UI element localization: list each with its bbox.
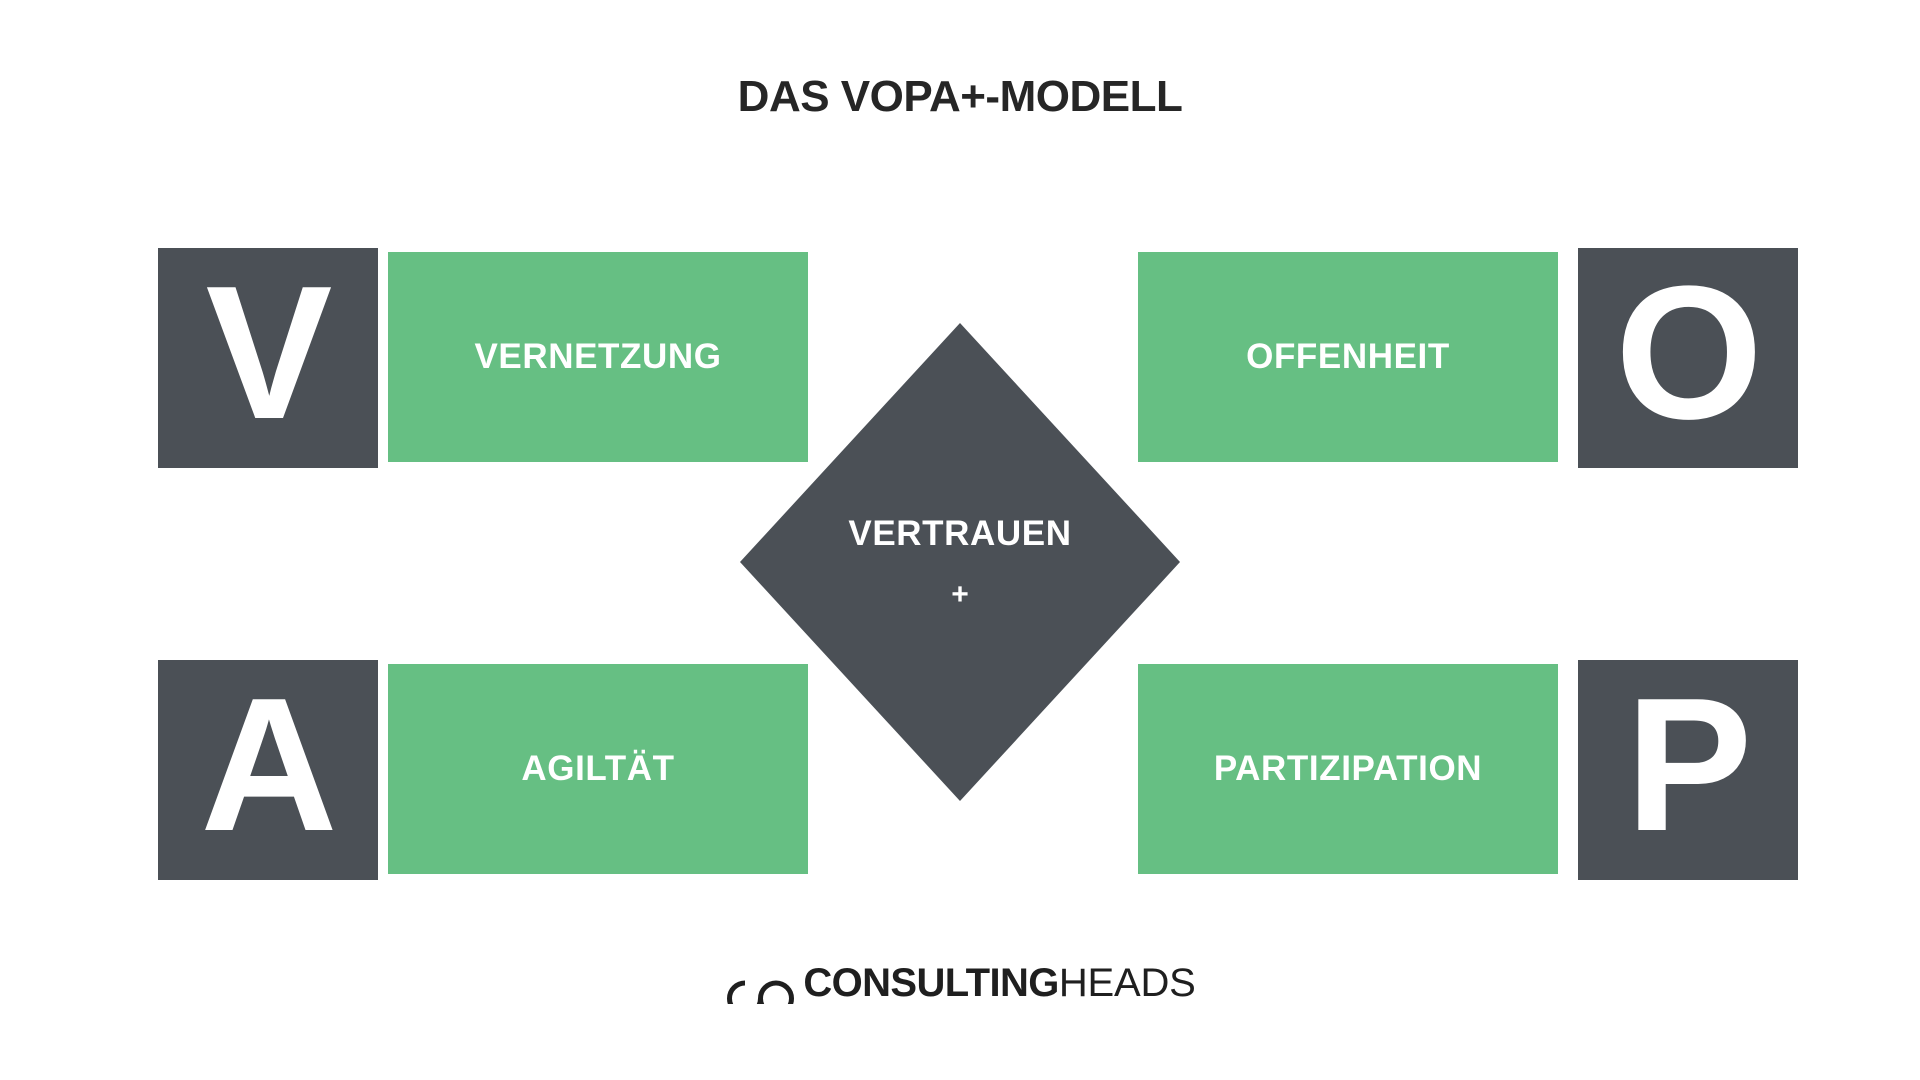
label-bar-vernetzung: VERNETZUNG <box>388 252 808 462</box>
label-bar-offenheit: OFFENHEIT <box>1138 252 1558 462</box>
brand-logo: CONSULTING HEADS <box>0 962 1920 1004</box>
letter-tile-v: V <box>158 248 378 468</box>
page-title: DAS VOPA+-MODELL <box>737 72 1183 121</box>
letter-glyph-o: O <box>1615 247 1763 459</box>
label-text-offenheit: OFFENHEIT <box>1246 337 1450 376</box>
infinity-co-ligature-icon <box>727 980 795 1004</box>
letter-tile-p: P <box>1578 660 1798 880</box>
letter-tile-a: A <box>158 660 378 880</box>
label-text-agilitaet: AGILTÄT <box>521 749 675 788</box>
center-diamond: VERTRAUEN + <box>740 323 1180 801</box>
logo-text-consulting: CONSULTING <box>803 961 1059 1005</box>
brand-logo-inner: CONSULTING HEADS <box>724 961 1196 1005</box>
letter-glyph-v: V <box>205 247 333 459</box>
letter-glyph-p: P <box>1625 659 1753 871</box>
label-text-partizipation: PARTIZIPATION <box>1213 749 1483 788</box>
diamond-shape-icon <box>740 323 1180 801</box>
label-text-vernetzung: VERNETZUNG <box>474 337 722 376</box>
letter-tile-o: O <box>1578 248 1798 468</box>
label-bar-partizipation: PARTIZIPATION <box>1138 664 1558 874</box>
label-bar-agilitaet: AGILTÄT <box>388 664 808 874</box>
logo-text-heads: HEADS <box>1058 961 1196 1005</box>
letter-glyph-a: A <box>200 659 337 871</box>
